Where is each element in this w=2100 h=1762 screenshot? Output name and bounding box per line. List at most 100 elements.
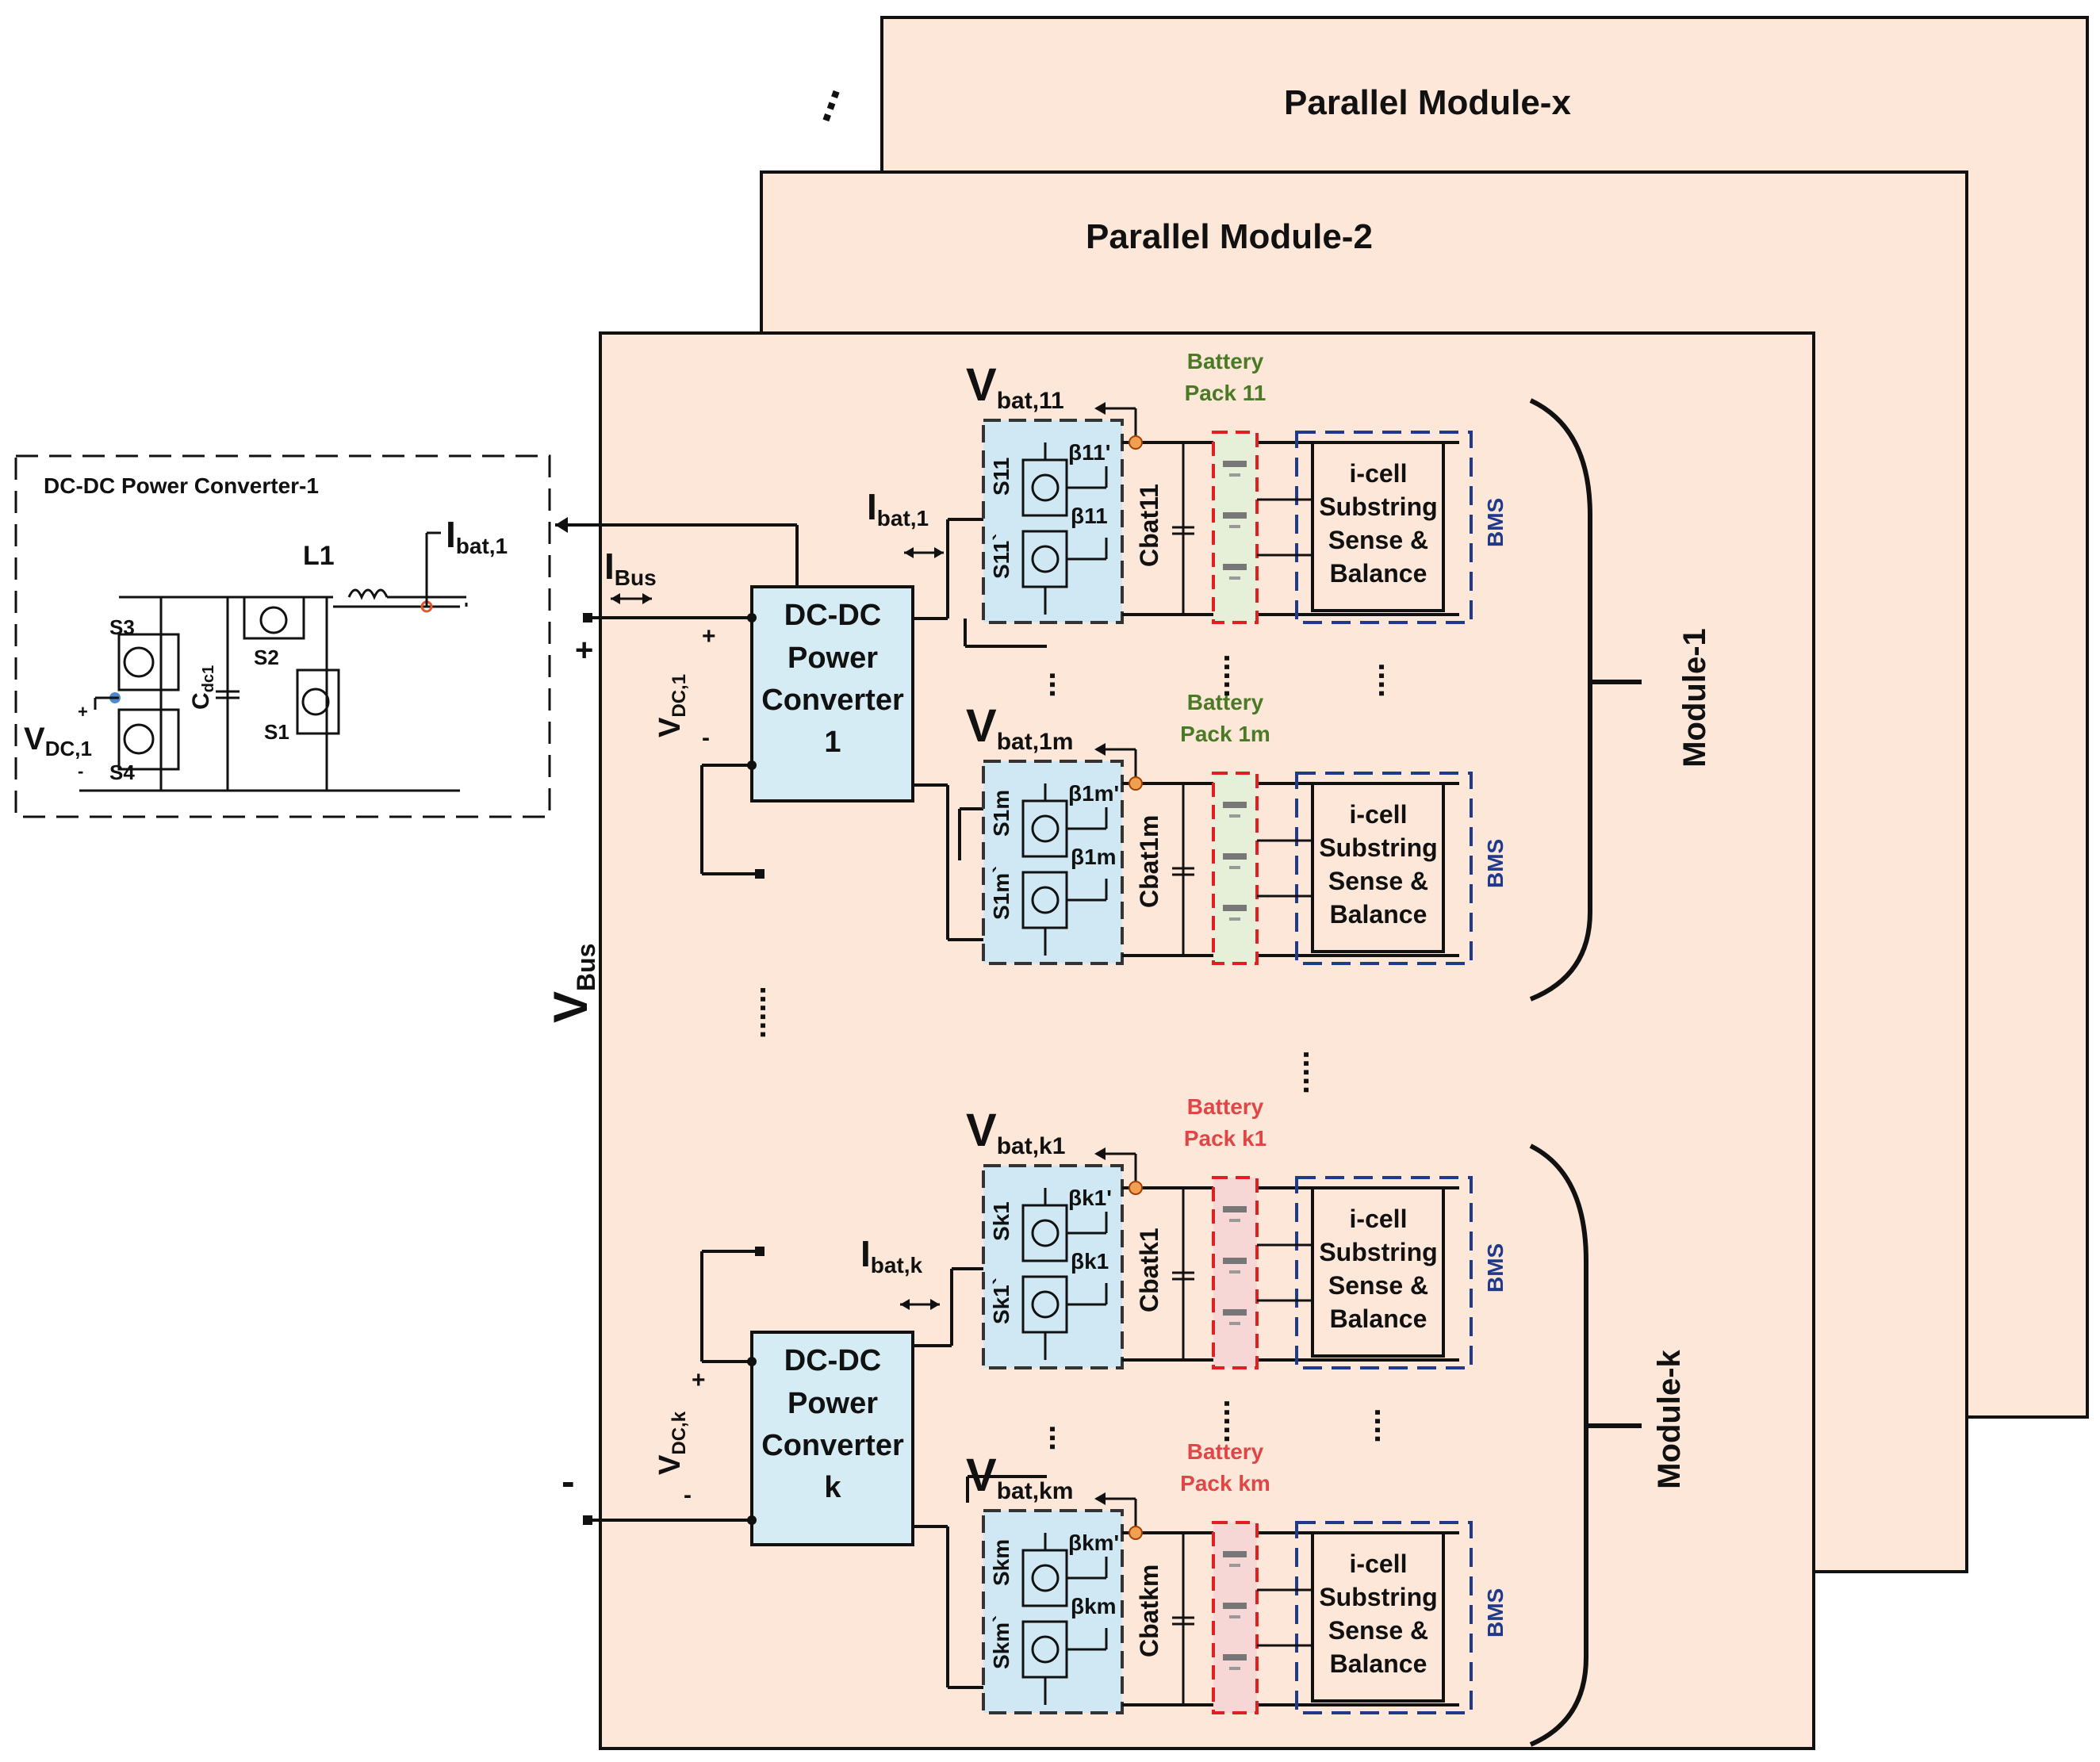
switch-label: Sk1 [989, 1201, 1014, 1241]
converter-detail: DC-DC Power Converter-1 L1 Ibat,1 S3 S4 [14, 454, 551, 818]
bms-text: Balance [1330, 559, 1427, 588]
beta-label: βk1 [1071, 1249, 1109, 1274]
svg-text:...: ... [1027, 672, 1062, 698]
beta-label: βkm [1071, 1594, 1117, 1618]
label-minus-detail: - [78, 761, 83, 781]
pack-label: Pack 11 [1185, 381, 1267, 405]
pack-label: Battery [1187, 1439, 1264, 1464]
bms-area [1295, 1176, 1473, 1369]
svg-text:....: .... [1356, 663, 1391, 698]
bms-tag: BMS [1483, 1588, 1508, 1638]
title-module-x: Parallel Module-x [1284, 83, 1571, 122]
svg-text:Power: Power [788, 1387, 878, 1420]
switch-box [982, 1164, 1124, 1369]
svg-text:Power: Power [788, 642, 878, 675]
switch-box [982, 1509, 1124, 1714]
label-module-1: Module-1 [1677, 628, 1712, 768]
module-brackets: Module-1 Module-k ..... ..... .... .....… [1201, 398, 1712, 1747]
bms-block [1311, 782, 1445, 953]
beta-label: βk1' [1068, 1186, 1112, 1210]
pack-label: Pack k1 [1184, 1126, 1267, 1151]
svg-text:DC-DC: DC-DC [784, 599, 881, 632]
bms-tag: BMS [1483, 498, 1508, 547]
bms-area [1295, 431, 1473, 624]
beta-label: βkm' [1068, 1530, 1119, 1555]
label-s2: S2 [254, 645, 279, 669]
beta-label: β11' [1068, 440, 1110, 465]
svg-text:...: ... [1027, 1425, 1062, 1451]
label-s1: S1 [264, 720, 289, 744]
bms-text: i-cell [1350, 800, 1408, 829]
vbat-label: Vbat,km [966, 1450, 1073, 1504]
vbat-label: Vbat,1m [966, 700, 1073, 755]
svg-text:Converter: Converter [761, 1429, 904, 1462]
switch-box [982, 419, 1124, 624]
switch-label: S11` [989, 533, 1014, 579]
bms-tag: BMS [1483, 839, 1508, 888]
switch-box [982, 760, 1124, 965]
label-ibatk: Ibat,k [860, 1233, 923, 1277]
converter-k: DC-DC Power Converter k VDC,k + - Ibat,k [653, 1233, 940, 1546]
bus: + - VBus IBus ...... [544, 546, 772, 1525]
svg-text:+: + [702, 623, 716, 649]
capacitor-label: Cbat1m [1135, 815, 1163, 908]
label-bus-minus: - [561, 1459, 575, 1503]
bms-text: Sense & [1328, 867, 1428, 895]
bms-text: i-cell [1350, 1205, 1408, 1233]
converter-1: DC-DC Power Converter 1 VDC,1 + - Ibat,1 [653, 486, 944, 879]
capacitor-label: Cbat11 [1135, 484, 1163, 567]
switch-label: S1m [989, 790, 1014, 837]
label-vdck: VDC,k [653, 1411, 690, 1475]
bms-text: i-cell [1350, 1549, 1408, 1578]
bms-text: Sense & [1328, 1271, 1428, 1300]
switch-label: Skm [989, 1539, 1014, 1586]
bms-text: i-cell [1350, 459, 1408, 488]
bms-block [1311, 1531, 1445, 1703]
branch-wiring: ... ... [913, 518, 1062, 1689]
bms-block [1311, 441, 1445, 612]
svg-text:DC-DC: DC-DC [784, 1344, 881, 1377]
bms-text: Balance [1330, 900, 1427, 929]
label-s4: S4 [109, 760, 135, 784]
svg-text:Converter: Converter [761, 684, 904, 717]
label-plus-detail: + [78, 702, 88, 722]
svg-text:k: k [824, 1471, 841, 1504]
vbat-label: Vbat,k1 [966, 1105, 1065, 1159]
bus-dots: ...... [738, 986, 772, 1039]
bms-block [1311, 1186, 1445, 1358]
pack-label: Battery [1187, 349, 1264, 373]
title-module-2: Parallel Module-2 [1086, 217, 1373, 256]
bms-tag: BMS [1483, 1243, 1508, 1293]
switch-label: Sk1` [989, 1277, 1014, 1324]
label-ibat1: Ibat,1 [867, 486, 929, 531]
switch-label: Skm` [989, 1615, 1014, 1669]
pack-label: Battery [1187, 1094, 1264, 1119]
bms-text: Substring [1319, 1583, 1437, 1611]
stack-ellipsis: ... [790, 76, 849, 128]
beta-label: β1m' [1068, 781, 1119, 806]
svg-text:.....: ..... [1281, 1050, 1316, 1094]
label-s3: S3 [109, 615, 135, 639]
bms-text: Substring [1319, 492, 1437, 521]
switch-label: S1m` [989, 866, 1014, 920]
label-ibat1-detail: Ibat,1 [446, 514, 508, 558]
pack-label: Pack 1m [1180, 722, 1270, 746]
label-vdc-detail: VDC,1 [24, 722, 92, 760]
label-vbus: VBus [544, 944, 600, 1023]
bms-text: Balance [1330, 1649, 1427, 1678]
bms-text: Sense & [1328, 526, 1428, 554]
svg-text:+: + [692, 1367, 706, 1393]
label-l1: L1 [303, 541, 335, 571]
capacitor-label: Cbatkm [1135, 1565, 1163, 1657]
capacitor-label: Cbatk1 [1135, 1228, 1163, 1312]
label-bus-plus: + [575, 633, 593, 668]
svg-text:.....: ..... [1201, 653, 1236, 698]
svg-text:-: - [684, 1482, 692, 1508]
svg-text:1: 1 [824, 726, 841, 759]
svg-text:.....: ..... [1201, 1399, 1236, 1443]
